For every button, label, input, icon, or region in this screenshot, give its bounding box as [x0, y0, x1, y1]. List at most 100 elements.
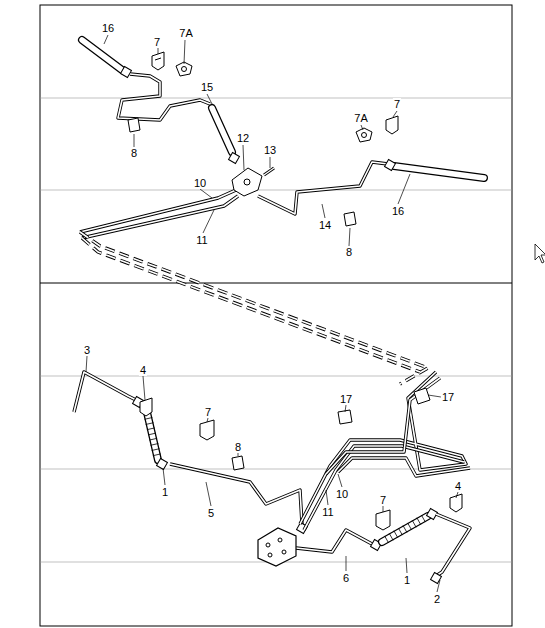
hose-rib: [403, 526, 407, 533]
callout-number: 7: [393, 98, 401, 110]
leader-line: [338, 474, 342, 487]
hose-rib: [149, 438, 157, 440]
brake-pipe-inner: [82, 238, 420, 372]
callout-number: 4: [139, 364, 147, 376]
brake-pipe-inner: [80, 190, 236, 232]
brake-hose-inner: [212, 108, 232, 152]
leader-line: [243, 145, 244, 170]
brake-pipe-inner: [80, 232, 428, 384]
callout-number: 16: [101, 22, 115, 34]
hose-rib: [153, 454, 161, 456]
callout-number: 8: [345, 246, 353, 258]
leader-line: [383, 506, 384, 512]
cursor: [535, 244, 545, 263]
leader-line: [104, 35, 108, 44]
callout-number: 10: [193, 177, 207, 189]
brake-parts: [128, 52, 462, 566]
leader-line: [203, 210, 214, 233]
brake-hose: [82, 40, 122, 70]
leader-line: [456, 492, 458, 498]
brake-pipe: [118, 74, 210, 120]
brake-pipe: [80, 232, 428, 384]
hose-rib: [145, 418, 153, 420]
hose-rib: [389, 533, 393, 540]
callout-number: 7: [379, 494, 387, 506]
leader-line: [393, 111, 397, 117]
callout-number: 11: [321, 506, 334, 518]
brake-pipe-inner: [118, 74, 210, 120]
brake-pipe-inner: [82, 196, 238, 238]
leader-line: [86, 356, 87, 372]
brake-hose-inner: [82, 40, 122, 70]
callout-number: 12: [236, 132, 250, 144]
callout-number: 13: [263, 144, 277, 156]
brake-pipe: [170, 464, 302, 524]
leader-line: [206, 482, 211, 506]
brake-pipe: [296, 530, 372, 552]
leader-line: [346, 556, 347, 571]
pipe-fitting: [121, 67, 132, 78]
brake-pipe: [338, 458, 470, 476]
leader-line: [345, 405, 346, 412]
hose-rib: [151, 444, 159, 446]
brake-pipe: [300, 372, 466, 524]
callout-number: 7A: [353, 112, 368, 124]
callout-number: 7A: [178, 27, 193, 39]
brake-pipe: [258, 162, 388, 214]
callout-number: 2: [433, 593, 441, 605]
leader-line: [349, 228, 350, 246]
callout-number: 10: [335, 488, 349, 500]
brake-pipe-inner: [170, 464, 302, 524]
pipe-fitting: [385, 160, 396, 171]
brake-pipe-inner: [436, 514, 470, 576]
pipe-fitting: [229, 153, 240, 164]
brake-pipes: [74, 40, 484, 583]
brake-pipe-inner: [258, 162, 388, 214]
leader-line: [134, 134, 135, 147]
brake-pipe-inner: [296, 530, 372, 552]
leader-line: [158, 48, 159, 54]
callout-number: 7: [153, 36, 161, 48]
hose-rib: [398, 528, 402, 535]
hose-rib: [412, 520, 416, 527]
callout-number: 6: [342, 572, 350, 584]
callout-number: 17: [339, 393, 353, 405]
callout-number: 11: [195, 234, 208, 246]
leader-line: [207, 418, 208, 422]
brake-pipe: [82, 196, 238, 238]
leader-line: [398, 174, 410, 204]
callout-number: 1: [161, 486, 169, 498]
callout-number: 4: [454, 480, 462, 492]
leader-line: [406, 558, 407, 573]
callout-number: 16: [391, 205, 405, 217]
pipe-fitting: [157, 459, 168, 470]
leader-line: [143, 376, 145, 400]
callout-number: 5: [207, 507, 215, 519]
leader-line: [270, 157, 271, 168]
hose-rib: [385, 536, 389, 543]
leader-line: [361, 125, 363, 130]
hose-rib: [152, 449, 160, 451]
leader-line: [184, 40, 185, 64]
brake-hose-inner: [394, 166, 484, 178]
hose-rib: [421, 515, 425, 522]
callout-number: 15: [200, 81, 214, 93]
brake-hose: [146, 408, 158, 460]
hose-rib: [147, 428, 155, 430]
callout-number: 7: [204, 406, 212, 418]
brake-hose: [212, 108, 232, 152]
hose-rib: [408, 523, 412, 530]
brake-pipe-inner: [338, 458, 470, 476]
frame: [40, 5, 512, 626]
callout-number: 8: [130, 147, 138, 159]
leader-line: [200, 189, 212, 198]
brake-hose: [394, 166, 484, 178]
leader-lines: [86, 35, 458, 592]
leader-line: [326, 490, 328, 505]
callout-number: 8: [234, 441, 242, 453]
leader-line: [207, 94, 212, 104]
hose-rib: [394, 531, 398, 538]
callout-number: 3: [83, 344, 91, 356]
leader-line: [163, 468, 165, 485]
